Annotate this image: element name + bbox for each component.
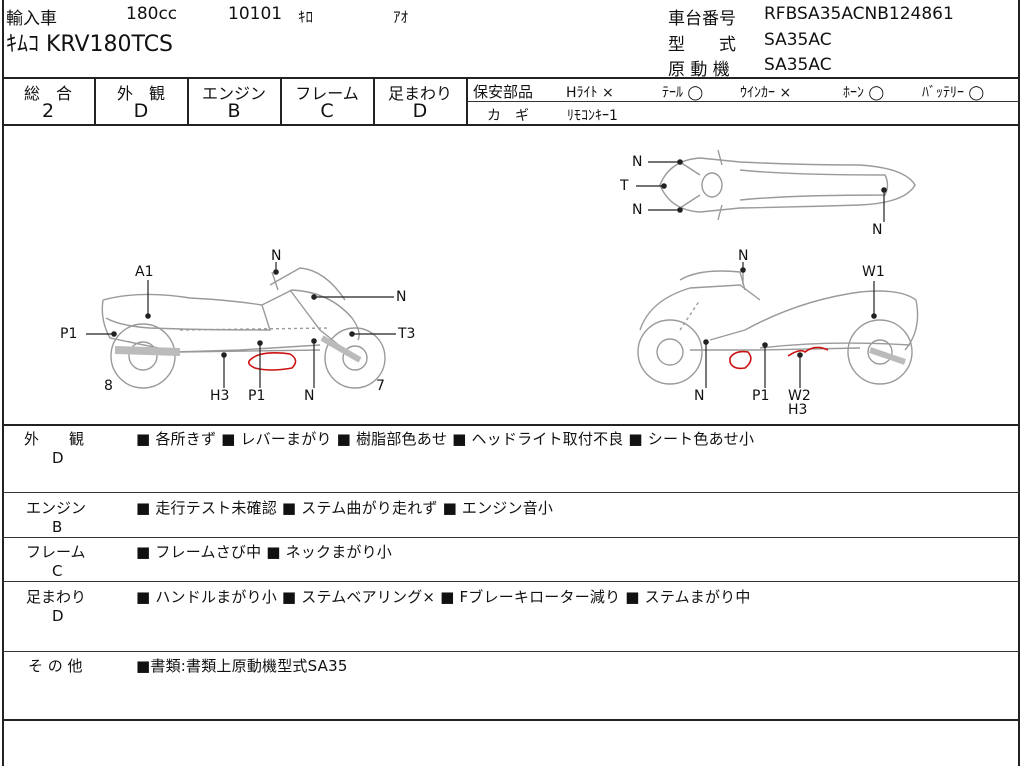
model-name: ｷﾑｺ KRV180TCS: [6, 32, 174, 57]
bike-left-side-outline: [101, 267, 386, 389]
safety-battery: ﾊﾞｯﾃﾘｰ ◯: [922, 85, 985, 101]
grade-label-suspension: 足まわり: [387, 84, 452, 103]
left-view-label-7: 7: [376, 378, 385, 394]
safety-key-divider: [467, 101, 1020, 102]
grade-divider-1: [94, 78, 96, 125]
section-label-exterior: 外 観: [24, 430, 85, 448]
section-notes-exterior: ■ 各所きず ■ レバーまがり ■ 樹脂部色あせ ■ ヘッドライト取付不良 ■ …: [136, 430, 755, 448]
section-bottom-line: [2, 719, 1020, 721]
top-view-label-n1: N: [632, 154, 643, 170]
right-view-label-n-mirror: N: [738, 248, 749, 264]
left-view-label-a1: A1: [135, 264, 154, 280]
left-view-label-n-low: N: [304, 388, 315, 404]
right-view-label-w2: W2: [788, 388, 811, 404]
key-label: カ ギ: [487, 108, 529, 124]
top-view-label-n2: N: [632, 202, 643, 218]
grade-label-overall: 総 合: [23, 84, 72, 103]
safety-horn: ﾎｰﾝ ◯: [843, 85, 885, 101]
left-view-label-t3: T3: [398, 326, 416, 342]
section-label-other: そ の 他: [28, 657, 83, 675]
right-view-label-h3: H3: [788, 402, 808, 418]
section-divider-1: [2, 492, 1020, 493]
header-divider: [2, 77, 1020, 79]
grade-divider-3: [280, 78, 282, 125]
left-view-label-8: 8: [104, 378, 113, 394]
diagram-bottom-line: [2, 424, 1020, 426]
grade-band-bottom: [2, 124, 1020, 126]
engine-model-value: SA35AC: [764, 55, 832, 75]
right-view-label-w1: W1: [862, 264, 885, 280]
section-divider-3: [2, 581, 1020, 582]
grade-divider-2: [187, 78, 189, 125]
section-notes-suspension: ■ ハンドルまがり小 ■ ステムベアリング× ■ Fブレーキローター減り ■ ス…: [136, 588, 751, 606]
grade-divider-4: [373, 78, 375, 125]
top-view-label-n3: N: [872, 222, 883, 238]
right-view-label-n-low: N: [694, 388, 705, 404]
grade-label-frame: フレーム: [295, 84, 359, 103]
key-value: ﾘﾓｺﾝｷｰ1: [567, 108, 618, 124]
import-label: 輸入車: [6, 9, 57, 29]
safety-tail: ﾃｰﾙ ◯: [662, 85, 704, 101]
right-view-label-p1: P1: [752, 388, 770, 404]
section-notes-other: ■書類:書類上原動機型式SA35: [136, 657, 348, 675]
bike-top-view-outline: [659, 149, 916, 221]
left-view-label-p1-low: P1: [248, 388, 266, 404]
section-notes-frame: ■ フレームさび中 ■ ネックまがり小: [136, 543, 393, 561]
grade-label-exterior: 外 観: [116, 84, 165, 103]
safety-label: 保安部品: [473, 83, 534, 101]
left-view-label-n-body: N: [396, 289, 407, 305]
section-label-suspension: 足まわり: [26, 588, 87, 606]
mileage-unit: ｷﾛ: [298, 8, 314, 26]
section-label-engine: エンジン: [26, 499, 87, 517]
safety-headlight: Hﾗｲﾄ ×: [566, 85, 614, 101]
section-grade-frame: C: [52, 562, 63, 580]
grade-value-overall: 2: [41, 100, 55, 122]
grade-value-exterior: D: [133, 100, 149, 122]
section-label-frame: フレーム: [26, 543, 86, 561]
section-grade-engine: B: [52, 518, 63, 536]
color-value: ｱｵ: [393, 8, 409, 26]
type-value: SA35AC: [764, 30, 832, 50]
section-notes-engine: ■ 走行テスト未確認 ■ ステム曲がり走れず ■ エンジン音小: [136, 499, 554, 517]
leader-lines: [86, 159, 887, 388]
engine-model-label: 原 動 機: [668, 60, 730, 80]
grade-label-engine: エンジン: [201, 84, 266, 103]
mileage: 10101: [228, 4, 283, 24]
frame-no-label: 車台番号: [668, 9, 736, 29]
damage-marks: [248, 346, 829, 371]
section-grade-exterior: D: [52, 449, 64, 467]
section-divider-2: [2, 537, 1020, 538]
top-view-label-t: T: [620, 178, 629, 194]
grade-value-frame: C: [320, 100, 334, 122]
section-grade-suspension: D: [52, 607, 64, 625]
safety-winker: ｳｲﾝｶｰ ×: [740, 85, 792, 101]
type-label: 型 式: [668, 35, 736, 55]
bike-right-side-outline: [637, 268, 919, 385]
displacement: 180cc: [126, 4, 178, 24]
section-divider-4: [2, 651, 1020, 652]
left-view-label-n-mirror: N: [271, 248, 282, 264]
grade-value-suspension: D: [412, 100, 428, 122]
frame-no-value: RFBSA35ACNB124861: [764, 4, 954, 24]
left-view-label-p1-front: P1: [60, 326, 78, 342]
grade-value-engine: B: [227, 100, 241, 122]
left-view-label-h3: H3: [210, 388, 230, 404]
